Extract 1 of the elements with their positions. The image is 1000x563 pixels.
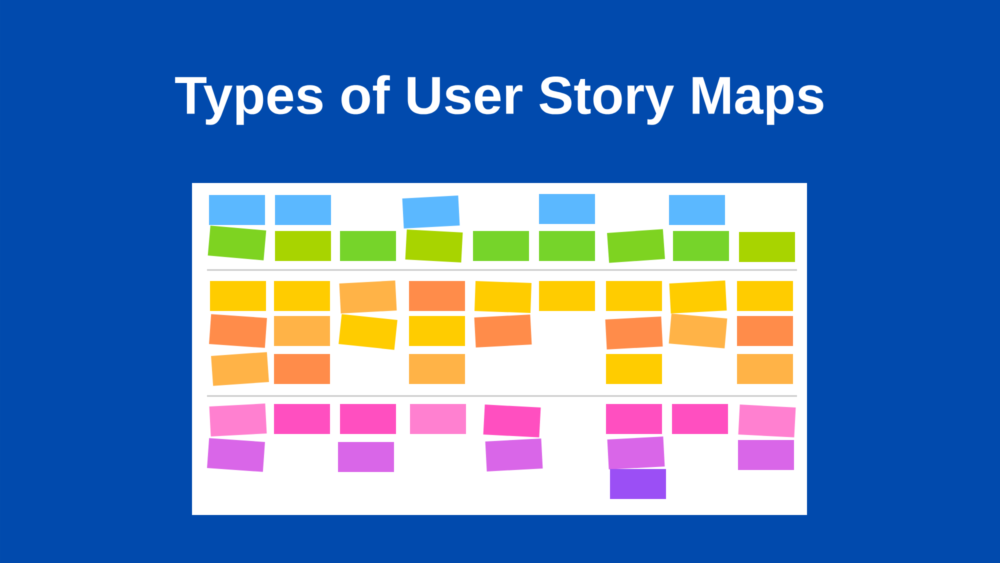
title: Types of User Story Maps [175, 75, 824, 125]
